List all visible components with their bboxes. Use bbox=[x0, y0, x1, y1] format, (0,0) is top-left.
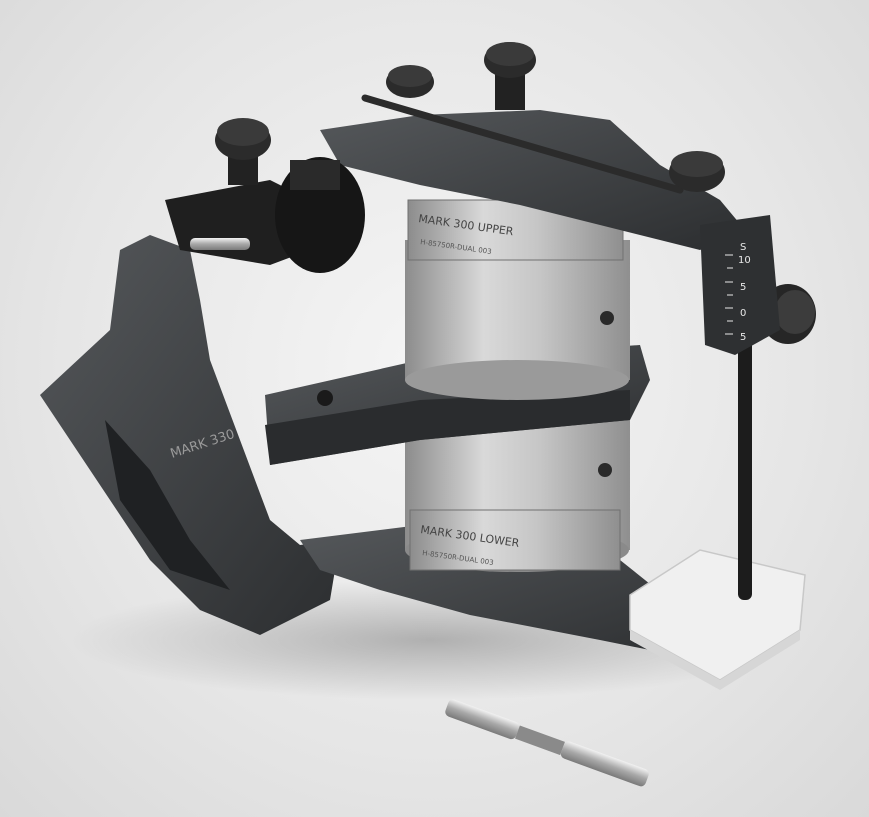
scale-label-5a: 5 bbox=[740, 282, 746, 293]
incisal-pin bbox=[738, 330, 752, 600]
knob-rear-right bbox=[484, 42, 536, 110]
loose-pin bbox=[445, 699, 649, 787]
guide-rod bbox=[361, 94, 684, 194]
upper-cylinder bbox=[405, 240, 630, 380]
incisal-scale-block bbox=[700, 215, 780, 355]
scale-label-5b: 5 bbox=[740, 332, 746, 343]
left-frame-inner bbox=[105, 420, 230, 590]
upper-arm bbox=[320, 110, 745, 250]
scale-label-s: S bbox=[740, 242, 746, 253]
left-frame-casting bbox=[40, 235, 340, 635]
scale-label-10: 10 bbox=[738, 255, 751, 266]
knob-front-right bbox=[669, 151, 725, 192]
condylar-shaft bbox=[190, 238, 250, 250]
lower-ring bbox=[409, 509, 621, 571]
knob-rear-left bbox=[386, 65, 434, 98]
lower-base-plate bbox=[300, 525, 720, 660]
scale-label-0: 0 bbox=[740, 308, 746, 319]
knob-left bbox=[215, 118, 271, 185]
